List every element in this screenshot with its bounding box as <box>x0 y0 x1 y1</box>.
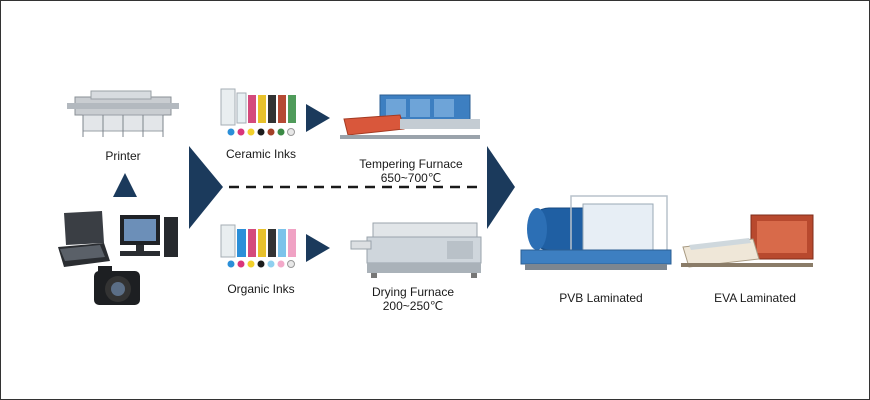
organic-ink-bottles <box>220 224 296 258</box>
drying-furnace-title: Drying Furnace <box>371 285 455 299</box>
ceramic-ink-bottles <box>220 88 296 126</box>
pvb-laminating-autoclave-icon <box>520 195 672 270</box>
big-arrow-right <box>487 146 515 229</box>
scanner-computer-camera-icon <box>58 211 178 305</box>
eva-laminated-label: EVA Laminated <box>714 291 796 305</box>
eva-laminating-furnace-icon <box>681 214 814 268</box>
ceramic-ink-swatches <box>227 128 295 136</box>
organic-ink-swatches <box>227 260 295 268</box>
pvb-laminated-label: PVB Laminated <box>559 291 643 305</box>
drying-furnace-temp: 200~250℃ <box>382 299 444 313</box>
tempering-furnace-temp: 650~700℃ <box>380 171 442 185</box>
printer-label: Printer <box>105 149 141 163</box>
arrow-to-drying <box>306 234 330 262</box>
ceramic-inks-label: Ceramic Inks <box>225 147 296 161</box>
up-arrow <box>113 173 137 197</box>
arrow-to-tempering <box>306 104 330 132</box>
tempering-furnace-title: Tempering Furnace <box>359 157 463 171</box>
tempering-furnace-icon <box>340 94 480 139</box>
big-arrow-left <box>189 146 223 229</box>
drying-furnace-icon <box>350 222 482 278</box>
printer-machine-icon <box>67 90 179 137</box>
organic-inks-label: Organic Inks <box>227 282 295 296</box>
